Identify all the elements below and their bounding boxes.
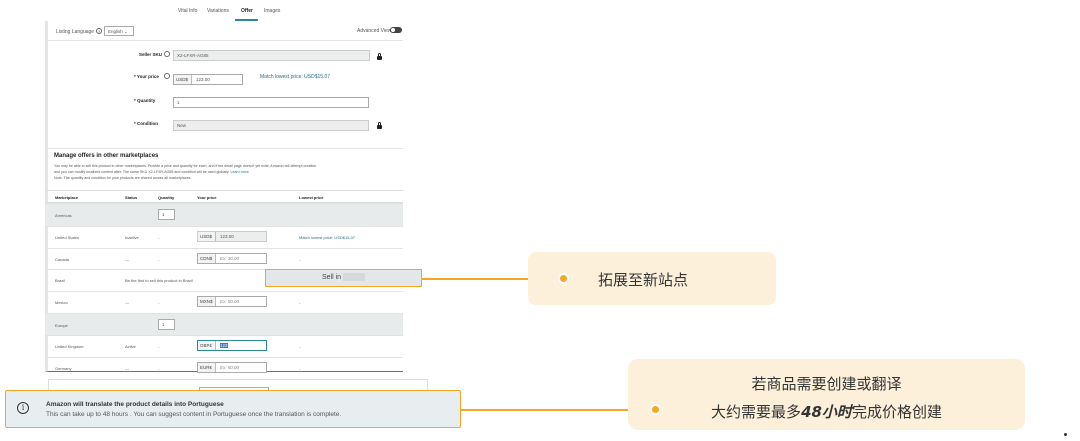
- connector-line: [422, 278, 563, 280]
- help-icon[interactable]: [164, 73, 170, 79]
- column-header: Status: [125, 195, 138, 200]
- lowest-price: -: [299, 300, 301, 305]
- callout-dot: [650, 404, 661, 415]
- banner-body: This can take up to 48 hours . You can s…: [46, 411, 342, 418]
- lock-icon: [377, 53, 382, 60]
- condition-label: * Condition: [134, 121, 158, 126]
- lower-panel: [48, 379, 428, 391]
- callout-text: 大约需要最多48小时完成价格创建: [711, 403, 942, 421]
- sell-in-button[interactable]: Sell in: [265, 269, 422, 287]
- listing-language-label: Listing Language: [56, 29, 95, 35]
- marketplace-name: United States: [55, 235, 80, 240]
- column-header: Your price: [197, 195, 217, 200]
- callout-emphasis: 48小时: [801, 403, 852, 421]
- quantity-label: * Quantity: [134, 98, 156, 103]
- panel-header: [48, 21, 403, 41]
- learn-more-link[interactable]: Learn more: [230, 170, 249, 174]
- advanced-view-toggle[interactable]: [390, 27, 402, 33]
- table-row: United States Inactive - USD$123.00 Match…: [45, 226, 403, 247]
- your-price-label: * Your price: [134, 74, 159, 79]
- lowest-price: -: [299, 344, 301, 349]
- marketplaces-desc: You may be able to sell this product in …: [54, 164, 317, 168]
- callout-dot: [558, 273, 569, 284]
- lock-icon: [377, 122, 382, 129]
- region-label: Europe: [55, 323, 68, 328]
- info-icon: i: [17, 402, 29, 414]
- currency-label: USD$: [198, 232, 216, 241]
- marketplace-status: —: [125, 257, 129, 262]
- marketplace-price-field[interactable]: GBP£123: [197, 340, 267, 351]
- quantity-field[interactable]: 1: [173, 97, 369, 108]
- marketplace-quantity: -: [158, 257, 160, 262]
- column-header: Lowest price: [299, 195, 324, 200]
- currency-label: EUR€: [198, 363, 216, 372]
- marketplaces-note: Note: The quantity and condition for you…: [54, 176, 192, 180]
- marketplace-name: Brazil: [55, 278, 66, 283]
- lowest-price: -: [299, 257, 301, 262]
- help-icon[interactable]: ?: [96, 28, 102, 34]
- table-row: Canada — - CDN$Ex: 30.00 -: [45, 248, 403, 269]
- lowest-price: -: [299, 366, 301, 371]
- callout-text: 拓展至新站点: [598, 271, 689, 289]
- marketplace-name: Mexico: [55, 300, 68, 305]
- banner-title: Amazon will translate the product detail…: [46, 401, 224, 408]
- lowest-price[interactable]: Match lowest price: USD$15.07: [299, 235, 356, 240]
- column-header: Quantity: [158, 195, 175, 200]
- table-row: Germany — - EUR€Ex: 50.00 -: [45, 357, 403, 373]
- marketplaces-title: Manage offers in other marketplaces: [54, 153, 159, 159]
- divider: [48, 148, 403, 149]
- marketplace-quantity: -: [158, 235, 160, 240]
- region-row-europe: Europe 1: [45, 313, 403, 335]
- table-row: Brazil Be the first to sell this product…: [45, 269, 422, 290]
- match-lowest-price-link[interactable]: Match lowest price: USD$15.07: [260, 74, 331, 80]
- marketplace-quantity: -: [158, 300, 160, 305]
- tab-offer[interactable]: Offer: [241, 8, 253, 14]
- column-header: Marketplace: [55, 195, 79, 200]
- help-icon[interactable]: [164, 51, 170, 57]
- marketplace-price-field[interactable]: EUR€Ex: 50.00: [197, 362, 267, 373]
- marketplace-status: —: [125, 366, 129, 371]
- callout-translation-time: 若商品需要创建或翻译 大约需要最多48小时完成价格创建: [628, 359, 1025, 430]
- marketplace-quantity: -: [158, 366, 160, 371]
- marketplace-name: Germany: [55, 366, 72, 371]
- marketplace-status: Be the first to sell this product in Bra…: [125, 278, 193, 283]
- connector-line: [461, 409, 656, 411]
- tab-variations[interactable]: Variations: [207, 8, 229, 14]
- tab-vital-info[interactable]: Vital Info: [178, 8, 198, 14]
- your-price-field[interactable]: USD$123.00: [173, 74, 243, 85]
- marketplace-name: Canada: [55, 257, 70, 262]
- advanced-view-label: Advanced View: [357, 28, 392, 34]
- table-row: United Kingdom Active - GBP£123 -: [45, 335, 403, 356]
- callout-new-marketplace: 拓展至新站点: [528, 252, 776, 305]
- seller-sku-label: Seller SKU: [139, 52, 163, 57]
- currency-label: USD$: [174, 75, 192, 84]
- marketplace-price-field[interactable]: USD$123.00: [197, 231, 267, 242]
- marketplace-price-field[interactable]: MXN$Ex: 50.00: [197, 296, 267, 307]
- page-dot: [1064, 433, 1067, 436]
- marketplace-status: Active: [125, 344, 136, 349]
- region-quantity-field[interactable]: 1: [158, 209, 175, 220]
- marketplace-status: Inactive: [125, 235, 139, 240]
- tab-images[interactable]: Images: [264, 8, 281, 14]
- callout-text: 若商品需要创建或翻译: [751, 375, 902, 393]
- seller-sku-field: X2-LFXR-AG85: [173, 50, 370, 61]
- translation-banner: i Amazon will translate the product deta…: [5, 390, 461, 428]
- marketplace-name: United Kingdom: [55, 344, 84, 349]
- currency-label: MXN$: [198, 297, 216, 306]
- region-quantity-field[interactable]: 1: [158, 319, 175, 330]
- table-header: Marketplace Status Quantity Your price L…: [45, 190, 403, 203]
- language-select[interactable]: English ⌄: [104, 26, 134, 36]
- chevron-down-icon: ⌄: [124, 29, 128, 34]
- region-label: Americas: [55, 213, 72, 218]
- region-row-americas: Americas 1: [45, 203, 403, 226]
- currency-label: CDN$: [198, 254, 216, 263]
- active-tab-indicator: [235, 19, 258, 21]
- currency-label: GBP£: [198, 341, 216, 350]
- marketplace-status: —: [125, 300, 129, 305]
- marketplace-quantity: -: [158, 344, 160, 349]
- table-row: Mexico — - MXN$Ex: 50.00 -: [45, 291, 403, 313]
- marketplace-price-field[interactable]: CDN$Ex: 30.00: [197, 253, 267, 264]
- condition-select: New: [173, 120, 369, 131]
- marketplaces-desc: and you can modify localized content aft…: [54, 170, 249, 174]
